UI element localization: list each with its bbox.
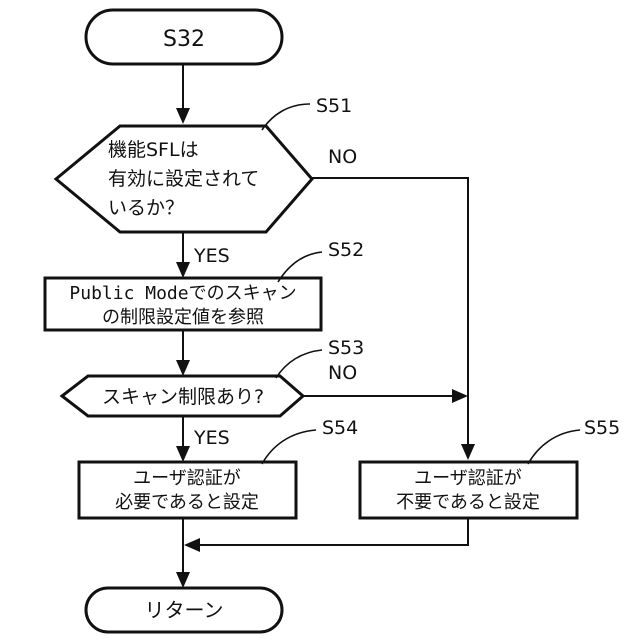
connector-p3-merge	[196, 518, 468, 545]
arrowhead	[452, 389, 468, 403]
s55-leader-line	[528, 430, 580, 464]
decision2-label: スキャン制限あり?	[102, 386, 264, 408]
decision-sfl-enabled: 機能SFLは 有効に設定されて いるか？ S51 NO YES	[56, 95, 357, 267]
decision1-no-label: NO	[328, 146, 357, 168]
s53-leader-line	[276, 350, 322, 378]
arrowhead	[184, 538, 200, 552]
process2-line-1: ユーザ認証が	[133, 468, 241, 489]
decision-scan-limited: スキャン制限あり? S53 NO YES	[62, 337, 364, 449]
end-terminal: リターン	[86, 588, 282, 632]
s51-leader-line	[262, 104, 310, 130]
arrowhead	[176, 446, 190, 462]
decision2-no-label: NO	[328, 362, 357, 384]
step-label-s52: S52	[328, 239, 364, 261]
arrowhead	[176, 360, 190, 376]
end-label: リターン	[145, 598, 224, 622]
step-label-s54: S54	[322, 417, 358, 439]
step-label-s53: S53	[328, 337, 364, 359]
process2-line-2: 必要であると設定	[115, 492, 259, 513]
connector-d1-no	[312, 178, 468, 448]
process3-line-2: 不要であると設定	[396, 492, 540, 513]
arrowhead	[176, 262, 190, 278]
arrowhead	[176, 572, 190, 588]
process-auth-not-required: ユーザ認証が 不要であると設定 S55	[360, 417, 620, 518]
process1-line-1: Public Modeでのスキャン	[69, 283, 296, 304]
decision1-line-1: 機能SFLは	[108, 139, 199, 161]
step-label-s51: S51	[316, 95, 352, 117]
arrowhead	[461, 444, 475, 460]
decision2-yes-label: YES	[193, 427, 230, 449]
decision1-line-2: 有効に設定されて	[108, 168, 259, 190]
process1-line-2: の制限設定値を参照	[102, 307, 264, 328]
start-label: S32	[163, 27, 205, 52]
s54-leader-line	[262, 430, 316, 464]
start-terminal: S32	[86, 10, 282, 64]
step-label-s55: S55	[584, 417, 620, 439]
decision1-yes-label: YES	[193, 245, 230, 267]
process3-line-1: ユーザ認証が	[414, 468, 522, 489]
arrowhead	[176, 108, 190, 124]
decision1-line-3: いるか？	[108, 197, 184, 219]
